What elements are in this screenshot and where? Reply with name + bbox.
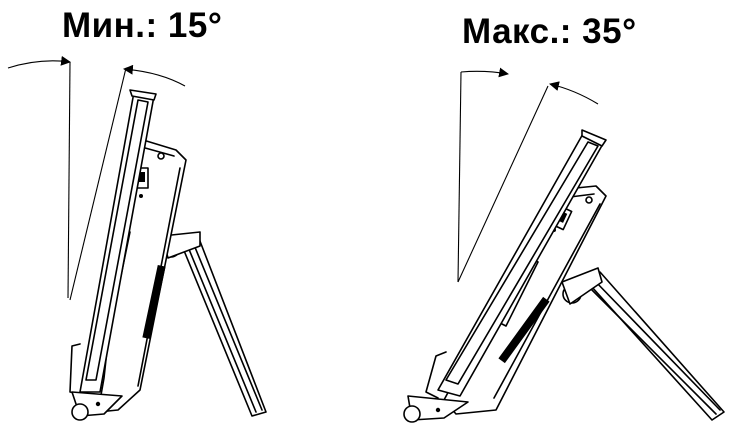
vent-grille-max <box>498 296 550 364</box>
screen-panel <box>69 89 157 421</box>
vertical-reference-line <box>67 61 71 299</box>
monitor-tilt-min-icon <box>7 55 267 421</box>
min-tilt-label: Мин.: 15° <box>62 6 223 45</box>
max-tilt-label: Макс.: 35° <box>462 12 637 51</box>
tilt-arrow-vertical <box>7 55 71 69</box>
vent-grille <box>142 264 166 340</box>
stand-leg <box>161 231 267 417</box>
tilted-reference-line <box>69 67 127 301</box>
front-foot <box>71 403 89 421</box>
tilt-arrow-vertical-max <box>460 67 509 78</box>
front-foot-max <box>403 405 421 423</box>
vertical-reference-line-max <box>457 71 462 283</box>
tilt-arrow-rotated-max <box>549 81 599 105</box>
monitor-tilt-max-icon <box>403 67 725 423</box>
tilted-reference-line-max <box>457 85 549 283</box>
screen-panel-max <box>403 129 607 423</box>
stand-leg-max <box>561 267 725 421</box>
tilt-arrow-rotated <box>123 64 186 87</box>
